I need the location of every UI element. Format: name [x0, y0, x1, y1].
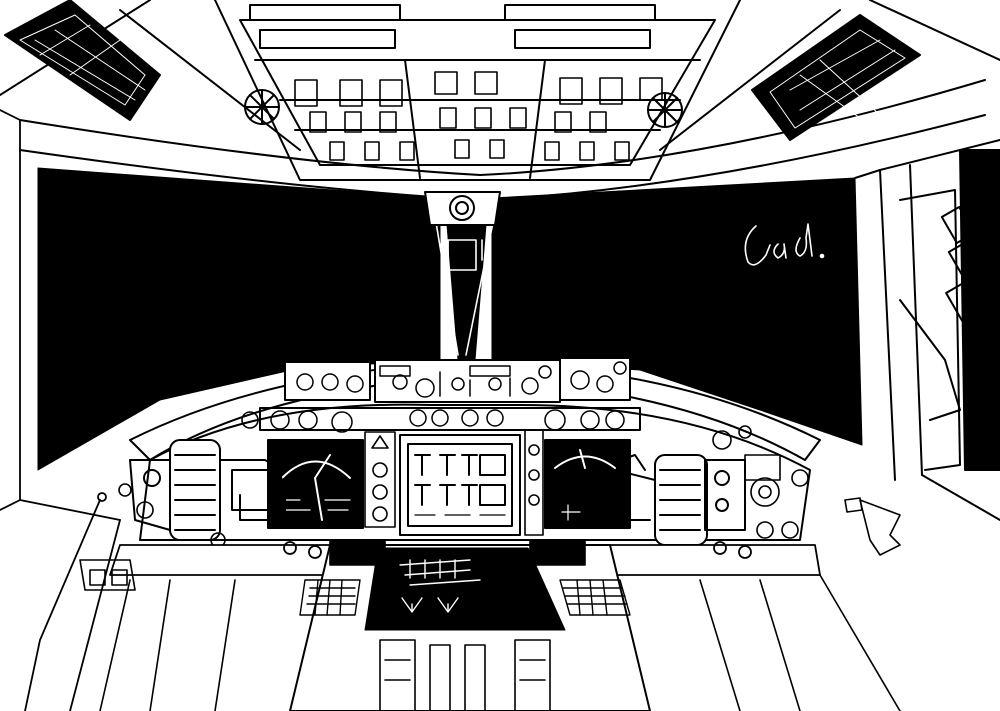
navigation-display-right: [544, 439, 631, 529]
side-window-right: [854, 139, 1000, 521]
overhead-fan-right: [647, 92, 683, 128]
ceiling-vent-left: [4, 0, 161, 121]
panel-knob-row: [270, 409, 625, 433]
overhead-switch-row-top: [249, 4, 656, 49]
left-wing-instruments: [118, 411, 259, 548]
ceiling-vent-right: [751, 14, 921, 141]
cdu-keypad-left: [299, 579, 361, 616]
overhead-fan-left: [244, 89, 280, 125]
compass: [424, 191, 501, 226]
signature-label: G.ad.: [736, 231, 815, 266]
side-window-handle: [899, 206, 984, 421]
autopilot-panel: [296, 361, 627, 398]
cockpit-floor: [79, 497, 901, 711]
signature-text: G.ad.: [736, 214, 840, 274]
control-yoke-left: [129, 439, 286, 541]
pedestal-levers: [379, 639, 551, 711]
right-wing-instruments: [712, 425, 809, 539]
center-side-gauges: [364, 429, 544, 536]
control-yoke-right: [599, 454, 746, 546]
cdu-keypad-right: [559, 579, 631, 616]
throttle-blocks: [329, 539, 586, 566]
overhead-switches: [294, 71, 663, 161]
side-wall-left: [0, 109, 121, 711]
artist-signature: [744, 223, 825, 266]
overhead-panel: [214, 0, 741, 181]
pedestal-screen: [364, 547, 566, 631]
engine-display-center: [399, 434, 521, 536]
